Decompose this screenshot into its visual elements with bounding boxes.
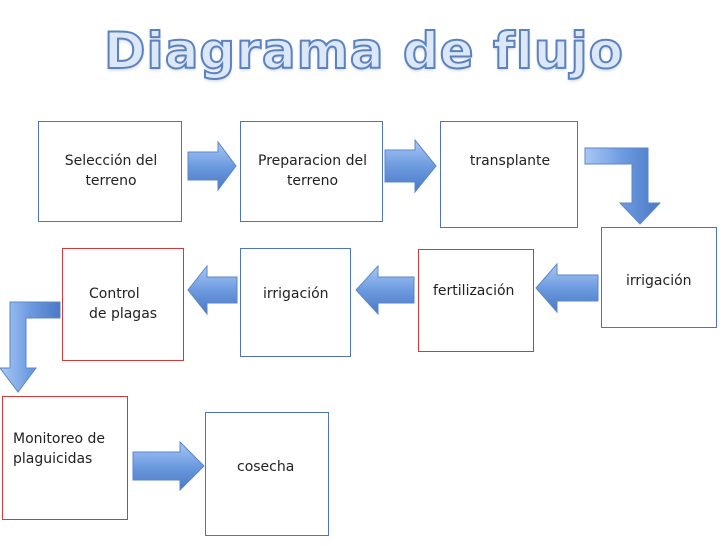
- node-cosecha: cosecha: [205, 412, 329, 536]
- arrow-irrigacion-to-fertilizacion: [535, 262, 599, 314]
- node-transplante-label: transplante: [469, 153, 551, 169]
- node-irrigacion-2: irrigación: [240, 248, 351, 357]
- node-fertilizacion: fertilización: [418, 249, 534, 352]
- node-control: Control de plagas: [62, 248, 184, 361]
- arrow-control-to-monitoreo: [0, 301, 61, 393]
- node-control-label: Control de plagas: [89, 286, 158, 322]
- node-seleccion: Selección del terreno: [38, 121, 182, 222]
- node-preparacion-label: Preparacion del terreno: [258, 153, 367, 189]
- node-irrigacion-2-label: irrigación: [263, 286, 329, 302]
- arrow-irrigacion-to-control: [187, 264, 238, 316]
- node-monitoreo-label: Monitoreo de plaguicidas: [13, 431, 106, 467]
- arrow-preparacion-to-transplante: [384, 138, 437, 194]
- page-title: Diagrama de flujo: [103, 21, 624, 81]
- arrow-fertilizacion-to-irrigacion: [355, 264, 415, 316]
- arrow-seleccion-to-preparacion: [187, 140, 237, 192]
- node-fertilizacion-label: fertilización: [433, 283, 515, 299]
- node-preparacion: Preparacion del terreno: [240, 121, 383, 222]
- node-seleccion-label: Selección del terreno: [64, 153, 158, 189]
- arrow-monitoreo-to-cosecha: [132, 440, 205, 492]
- arrow-transplante-to-irrigacion: [584, 147, 662, 225]
- node-irrigacion-1: irrigación: [601, 227, 717, 328]
- node-monitoreo: Monitoreo de plaguicidas: [2, 396, 128, 520]
- node-cosecha-label: cosecha: [237, 459, 295, 475]
- node-transplante: transplante: [440, 121, 578, 228]
- node-irrigacion-1-label: irrigación: [626, 273, 692, 289]
